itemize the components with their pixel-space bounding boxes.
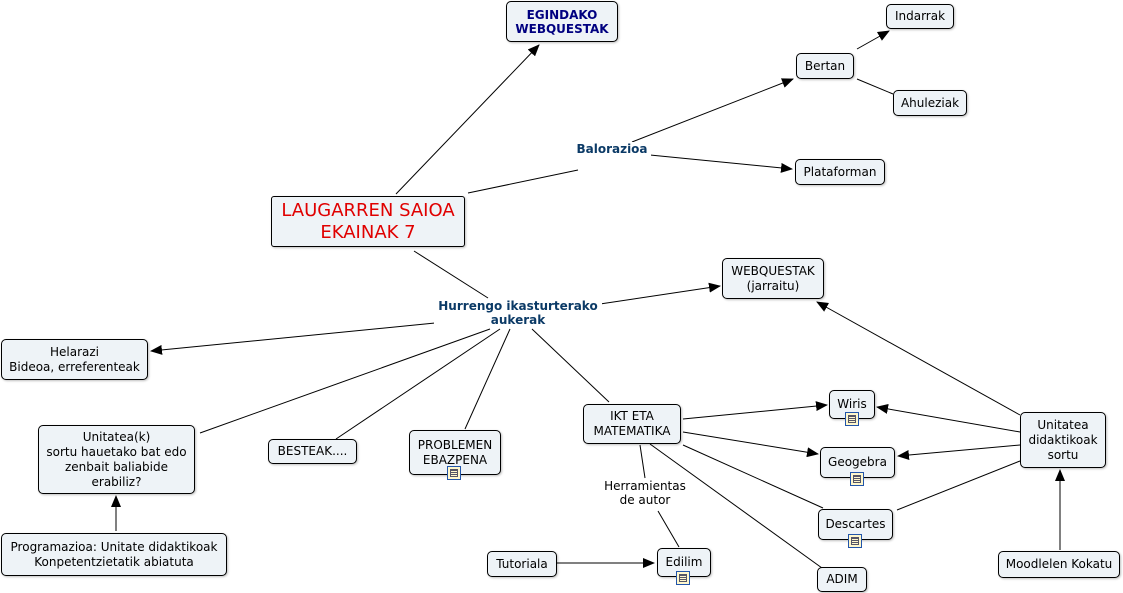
link-ikt-geogebra <box>682 431 819 458</box>
link-label-herramientas: Herramientas de autor <box>600 479 690 507</box>
link-center-balorazioa <box>467 169 579 194</box>
link-center-egindako <box>395 44 540 195</box>
link-hurrengo-ikt <box>531 328 610 403</box>
node-label: Moodlelen Kokatu <box>1005 557 1113 571</box>
node-webquestak[interactable]: WEBQUESTAK (jarraitu) <box>722 258 824 299</box>
document-icon[interactable] <box>447 466 461 480</box>
node-label: Wiris <box>837 397 867 411</box>
link-label-balorazioa: Balorazioa <box>573 142 651 156</box>
node-laugarren-saioa[interactable]: LAUGARREN SAIOA EKAINAK 7 <box>271 196 465 247</box>
link-ikt-wiris <box>682 401 828 420</box>
node-unitatea-sortu[interactable]: Unitatea didaktikoak sortu <box>1020 412 1106 468</box>
node-label: PROBLEMEN EBAZPENA <box>417 437 493 467</box>
link-hurrengo-unitatea <box>199 328 491 434</box>
node-label: WEBQUESTAK (jarraitu) <box>731 263 815 293</box>
link-center-hurrengo <box>413 250 489 299</box>
document-icon[interactable] <box>845 412 859 426</box>
node-adim[interactable]: ADIM <box>817 567 867 592</box>
node-indarrak[interactable]: Indarrak <box>886 4 954 29</box>
document-icon[interactable] <box>676 571 690 585</box>
link-unitatea-geogebra <box>897 444 1021 460</box>
node-plataforman[interactable]: Plataforman <box>795 159 885 185</box>
node-egindako-webquestak[interactable]: EGINDAKO WEBQUESTAK <box>506 1 618 42</box>
node-helarazi[interactable]: Helarazi Bideoa, erreferenteak <box>1 339 148 380</box>
node-programazioa[interactable]: Programazioa: Unitate didaktikoak Konpet… <box>1 533 227 576</box>
node-label: Programazioa: Unitate didaktikoak Konpet… <box>10 539 218 569</box>
node-label: Unitatea(k) sortu hauetako bat edo zenba… <box>46 429 187 489</box>
link-hurrengo-problemen <box>464 328 511 430</box>
node-label: Edilim <box>665 555 703 569</box>
node-label: Geogebra <box>828 455 887 469</box>
node-label: BESTEAK.... <box>277 444 348 458</box>
link-unitatea-wiris <box>876 403 1021 433</box>
document-icon[interactable] <box>848 534 862 548</box>
node-label: Bertan <box>804 58 846 73</box>
link-ikt-herramientas <box>639 444 646 479</box>
link-ikt-adim <box>649 443 823 569</box>
node-label: ADIM <box>826 572 858 586</box>
node-label: Indarrak <box>894 9 946 23</box>
node-besteak[interactable]: BESTEAK.... <box>268 439 357 464</box>
link-hurrengo-besteak <box>335 328 501 440</box>
link-bertan-indarrak <box>856 30 890 50</box>
node-problemen-ebazpena[interactable]: PROBLEMEN EBAZPENA <box>409 430 501 475</box>
node-ahuleziak[interactable]: Ahuleziak <box>893 90 967 116</box>
link-unitatea-webquestak <box>816 301 1021 416</box>
link-unitatea-descartes <box>896 460 1021 511</box>
link-ikt-descartes <box>682 444 824 509</box>
node-label: Descartes <box>825 517 886 531</box>
node-ikt-matematika[interactable]: IKT ETA MATEMATIKA <box>583 404 681 444</box>
node-unitatea-k[interactable]: Unitatea(k) sortu hauetako bat edo zenba… <box>38 425 195 494</box>
document-icon[interactable] <box>850 472 864 486</box>
node-label: Ahuleziak <box>900 95 960 110</box>
link-hurrengo-webquestak <box>599 282 721 305</box>
node-label: LAUGARREN SAIOA EKAINAK 7 <box>281 199 455 243</box>
link-herramientas-edilim <box>657 510 680 548</box>
link-label-hurrengo: Hurrengo ikasturterako aukerak <box>434 299 602 327</box>
link-hurrengo-helarazi <box>150 322 436 355</box>
node-label: Tutoriala <box>496 556 548 571</box>
node-moodlelen-kokatu[interactable]: Moodlelen Kokatu <box>998 551 1120 578</box>
link-balorazioa-plataforman <box>649 154 793 173</box>
node-label: EGINDAKO WEBQUESTAK <box>515 7 609 36</box>
link-balorazioa-bertan <box>631 78 794 143</box>
node-tutoriala[interactable]: Tutoriala <box>487 551 557 577</box>
link-bertan-ahuleziak <box>856 78 894 95</box>
node-bertan[interactable]: Bertan <box>796 53 854 79</box>
node-label: Plataforman <box>803 164 877 179</box>
node-label: Unitatea didaktikoak sortu <box>1028 417 1098 462</box>
node-label: Helarazi Bideoa, erreferenteak <box>9 344 140 374</box>
node-label: IKT ETA MATEMATIKA <box>593 409 671 438</box>
